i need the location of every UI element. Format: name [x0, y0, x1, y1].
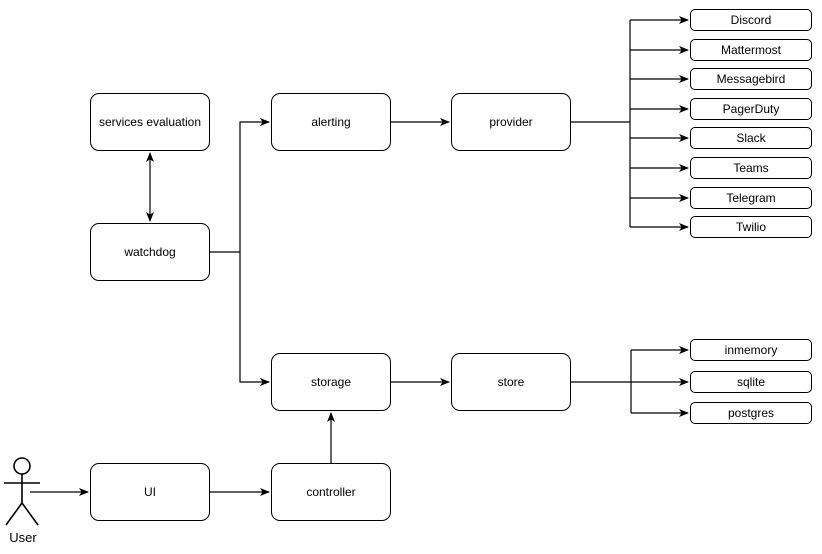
node-provider[interactable]: provider — [451, 93, 571, 151]
node-provider-telegram[interactable]: Telegram — [690, 187, 812, 209]
node-provider-messagebird-label: Messagebird — [716, 72, 786, 86]
node-provider-telegram-label: Telegram — [726, 191, 776, 205]
node-provider-discord-label: Discord — [730, 13, 772, 27]
node-provider-teams[interactable]: Teams — [690, 157, 812, 179]
node-controller-label: controller — [306, 485, 356, 499]
node-provider-twilio-label: Twilio — [735, 220, 766, 234]
node-watchdog[interactable]: watchdog — [90, 223, 210, 281]
node-ui-label: UI — [144, 485, 156, 499]
edge-watchdog-to-alerting — [239, 118, 270, 252]
node-provider-label: provider — [489, 115, 533, 129]
edge-watchdog-to-storage — [239, 252, 270, 386]
node-provider-twilio[interactable]: Twilio — [690, 216, 812, 238]
node-store-inmemory-label: inmemory — [724, 343, 778, 357]
node-services-evaluation-label: services evaluation — [98, 115, 202, 129]
node-provider-teams-label: Teams — [733, 161, 769, 175]
stick-figure-icon — [4, 457, 40, 526]
node-provider-discord[interactable]: Discord — [690, 9, 812, 31]
node-store-sqlite[interactable]: sqlite — [690, 371, 812, 393]
node-ui[interactable]: UI — [90, 463, 210, 521]
node-provider-messagebird[interactable]: Messagebird — [690, 68, 812, 90]
node-alerting[interactable]: alerting — [271, 93, 391, 151]
user-actor-label: User — [9, 530, 37, 545]
node-store-postgres-label: postgres — [727, 406, 775, 420]
node-services-evaluation[interactable]: services evaluation — [90, 93, 210, 151]
node-store-sqlite-label: sqlite — [736, 375, 765, 389]
node-controller[interactable]: controller — [271, 463, 391, 521]
node-store-postgres[interactable]: postgres — [690, 402, 812, 424]
node-storage-label: storage — [310, 375, 352, 389]
node-store-label: store — [497, 375, 525, 389]
node-watchdog-label: watchdog — [124, 245, 176, 259]
node-provider-mattermost[interactable]: Mattermost — [690, 39, 812, 61]
node-provider-slack-label: Slack — [736, 131, 766, 145]
node-provider-pagerduty[interactable]: PagerDuty — [690, 98, 812, 120]
node-provider-pagerduty-label: PagerDuty — [722, 102, 780, 116]
node-store[interactable]: store — [451, 353, 571, 411]
node-alerting-label: alerting — [311, 115, 351, 129]
node-provider-mattermost-label: Mattermost — [720, 43, 781, 57]
node-provider-slack[interactable]: Slack — [690, 127, 812, 149]
node-store-inmemory[interactable]: inmemory — [690, 339, 812, 361]
node-storage[interactable]: storage — [271, 353, 391, 411]
